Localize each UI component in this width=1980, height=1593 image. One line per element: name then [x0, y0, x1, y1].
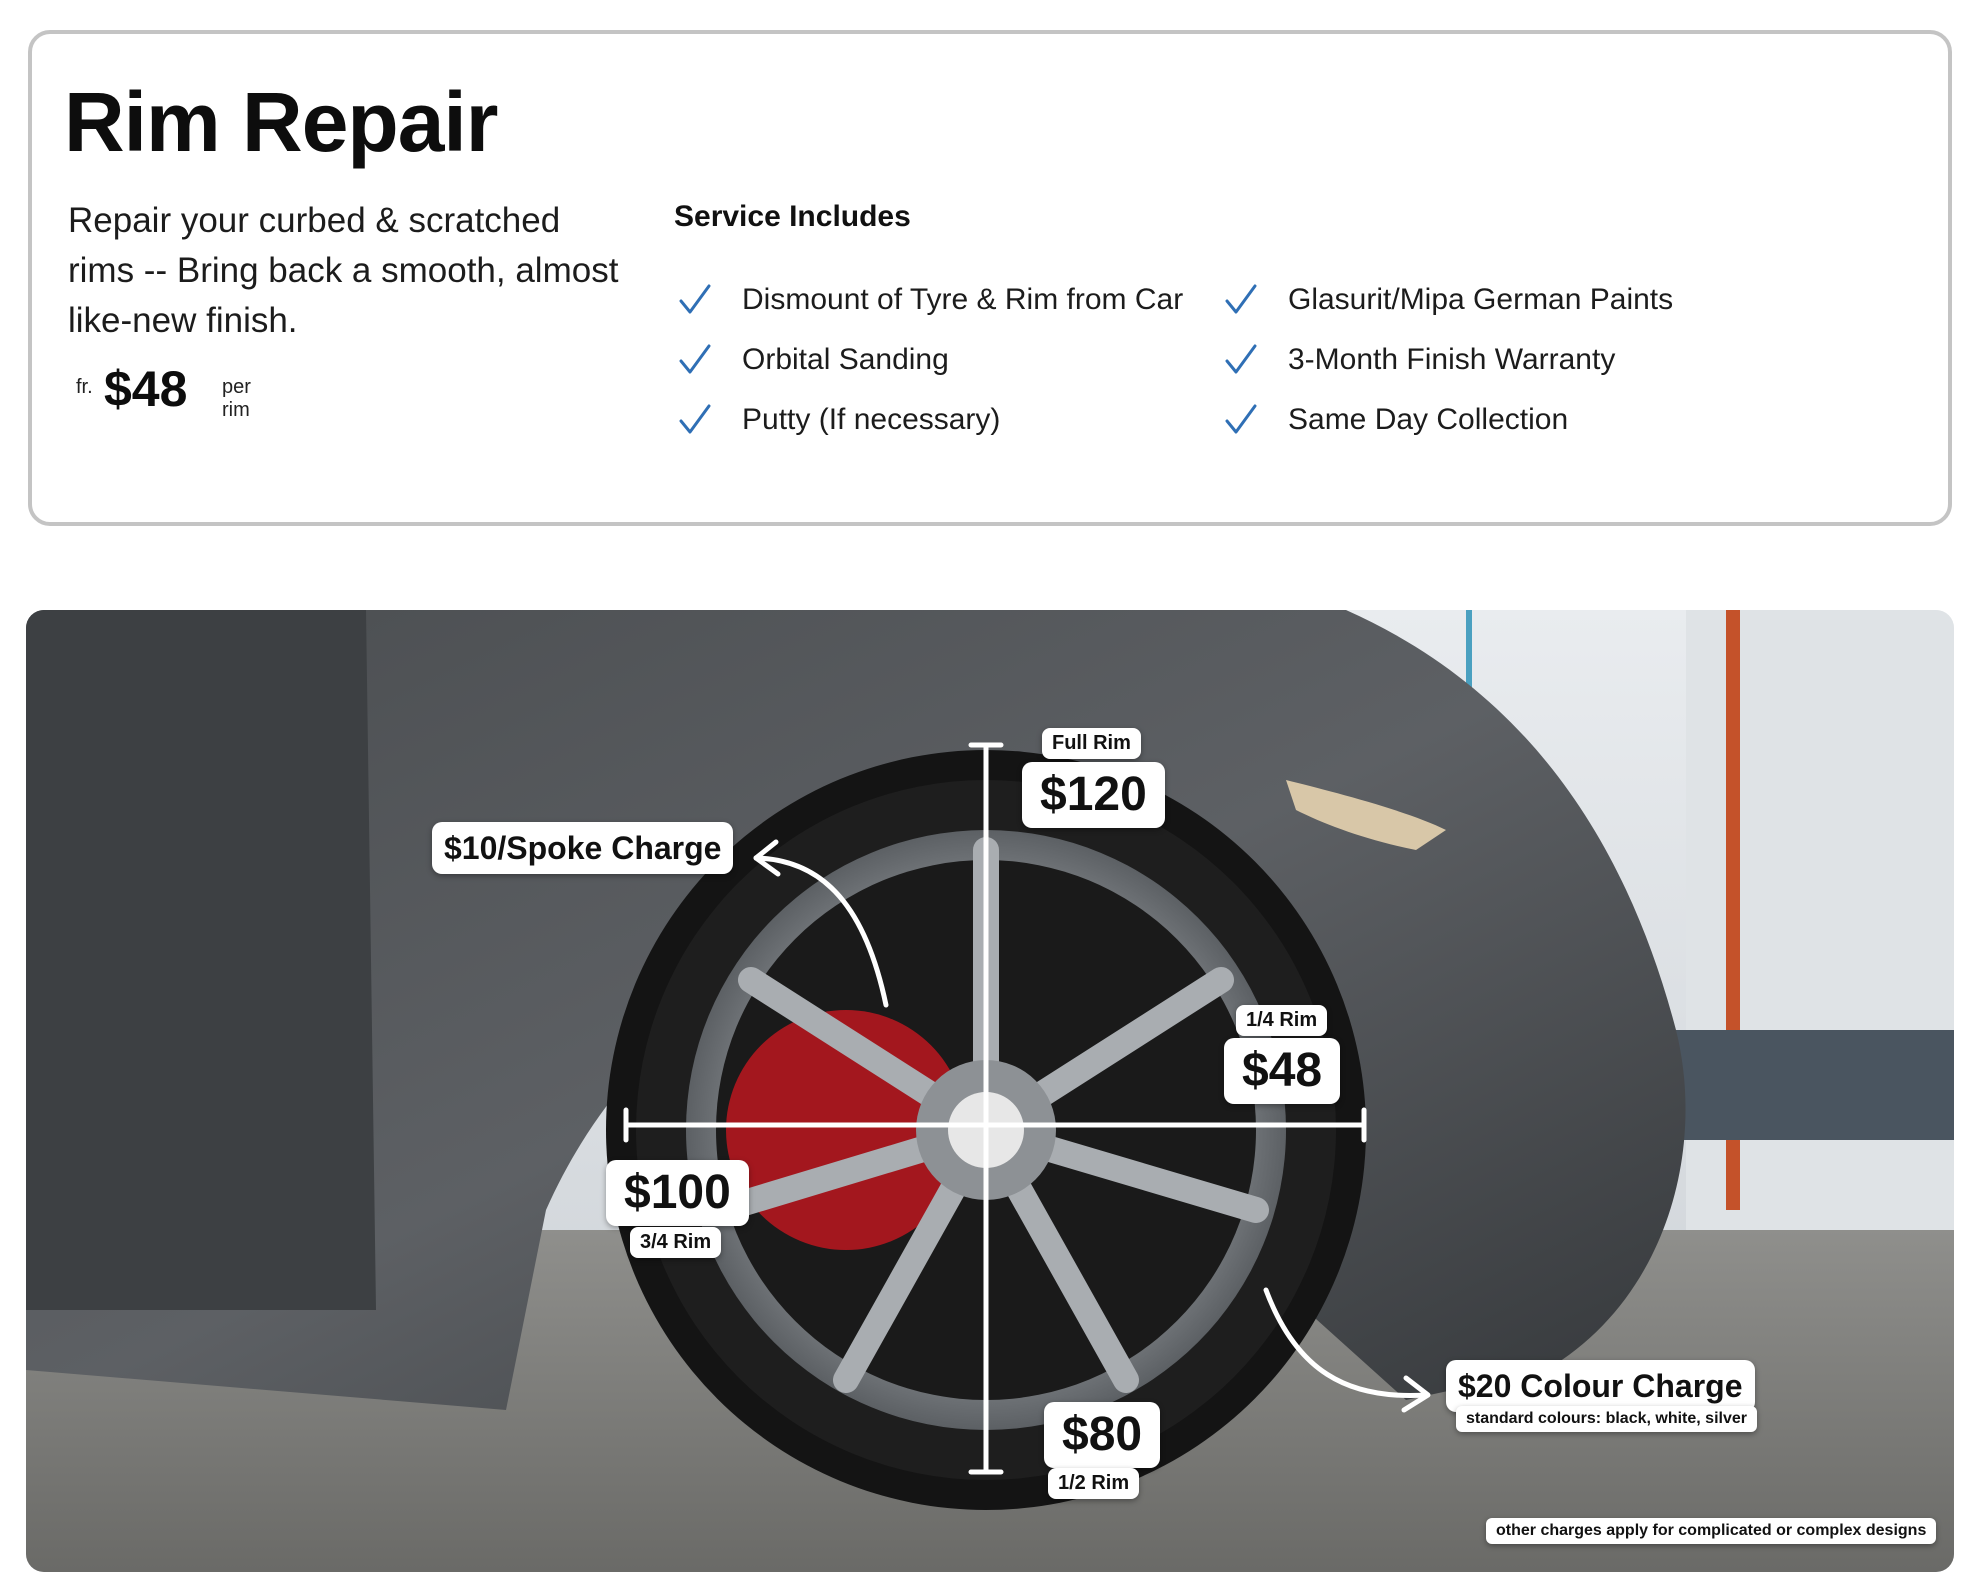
quarter-rim-label: 1/4 Rim — [1236, 1005, 1328, 1036]
colour-charge-note: standard colours: black, white, silver — [1456, 1406, 1757, 1432]
feature-label: Dismount of Tyre & Rim from Car — [742, 283, 1184, 316]
list-item: Dismount of Tyre & Rim from Car — [678, 270, 1183, 330]
full-rim-price: $120 — [1022, 762, 1165, 828]
check-icon — [1225, 284, 1257, 314]
service-includes-heading: Service Includes — [674, 200, 911, 233]
spoke-charge-label: $10/Spoke Charge — [432, 822, 734, 874]
service-description: Repair your curbed & scratched rims -- B… — [68, 201, 619, 340]
check-icon — [1225, 344, 1257, 374]
page-title: Rim Repair — [64, 75, 498, 169]
list-item: Orbital Sanding — [678, 330, 949, 390]
colour-charge-label: $20 Colour Charge — [1446, 1360, 1755, 1412]
three-quarter-rim-label: 3/4 Rim — [630, 1227, 722, 1258]
feature-label: Putty (If necessary) — [742, 403, 1001, 436]
half-rim-label: 1/2 Rim — [1048, 1468, 1140, 1499]
check-icon — [679, 344, 711, 374]
wheel-photo: Full Rim $120 $10/Spoke Charge 1/4 Rim $… — [26, 610, 1954, 1572]
list-item: Glasurit/Mipa German Paints — [1224, 270, 1673, 330]
list-item: Same Day Collection — [1224, 390, 1568, 450]
complex-design-footnote: other charges apply for complicated or c… — [1486, 1518, 1937, 1544]
check-icon — [1225, 404, 1257, 434]
price-prefix: fr. — [76, 376, 93, 398]
check-icon — [679, 284, 711, 314]
full-rim-label: Full Rim — [1042, 728, 1141, 759]
half-rim-price: $80 — [1044, 1402, 1161, 1468]
three-quarter-rim-price: $100 — [606, 1160, 749, 1226]
quarter-rim-price: $48 — [1224, 1038, 1341, 1104]
feature-label: Orbital Sanding — [742, 343, 949, 376]
price-amount: $48 — [104, 361, 188, 417]
price-suffix: per rim — [222, 376, 251, 421]
feature-label: Glasurit/Mipa German Paints — [1288, 283, 1674, 316]
list-item: Putty (If necessary) — [678, 390, 1000, 450]
check-icon — [679, 404, 711, 434]
service-includes-list: Dismount of Tyre & Rim from Car Orbital … — [678, 270, 1778, 470]
feature-label: Same Day Collection — [1288, 403, 1569, 436]
service-card — [28, 30, 1952, 526]
list-item: 3-Month Finish Warranty — [1224, 330, 1615, 390]
feature-label: 3-Month Finish Warranty — [1288, 343, 1616, 376]
